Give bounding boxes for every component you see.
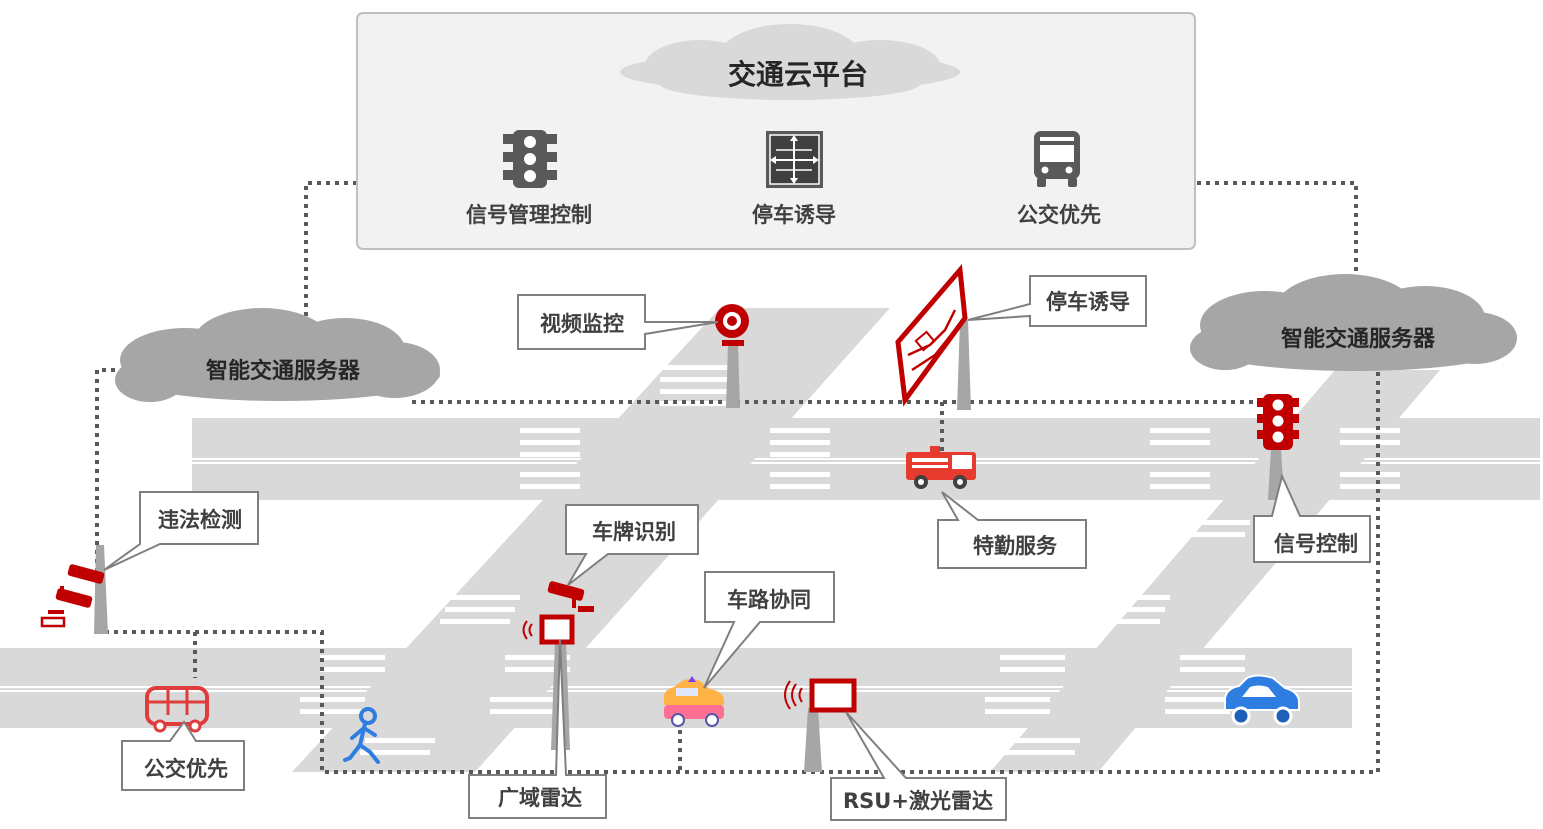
callout-radar: 广域雷达 [468, 639, 607, 819]
blue-car-icon [1224, 674, 1300, 726]
service-label-parking: 停车诱导 [752, 203, 836, 227]
callout-signal-label: 信号控制 [1274, 532, 1358, 556]
platform-cloud-icon [620, 24, 960, 100]
police-car-icon [664, 676, 724, 727]
crossroad-icon [766, 131, 823, 188]
callout-rsu: RSU+激光雷达 [830, 711, 1007, 821]
callout-special-label: 特勤服务 [973, 534, 1058, 558]
pedestrian-icon [343, 707, 380, 764]
right-server-label: 智能交通服务器 [1281, 326, 1436, 352]
bullet-camera-icon [40, 564, 105, 628]
service-label-signal: 信号管理控制 [466, 203, 592, 227]
callout-violation: 违法检测 [103, 491, 259, 571]
bus-vehicle-icon [145, 686, 209, 733]
traffic-light-red-icon [1257, 394, 1299, 450]
guidance-board-icon [895, 263, 968, 407]
callout-video: 视频监控 [517, 294, 719, 350]
callout-plate: 车牌识别 [565, 504, 699, 586]
callout-violation-label: 违法检测 [158, 508, 242, 532]
callout-v2x-label: 车路协同 [727, 588, 811, 612]
service-label-bus: 公交优先 [1017, 203, 1101, 227]
callout-video-label: 视频监控 [540, 312, 624, 336]
callout-plate-label: 车牌识别 [592, 520, 676, 544]
callout-radar-label: 广域雷达 [498, 786, 582, 810]
platform-title: 交通云平台 [728, 58, 868, 91]
callout-special: 特勤服务 [937, 491, 1087, 569]
bus-icon [1034, 131, 1080, 187]
callout-parking: 停车诱导 [967, 275, 1147, 327]
cloud-icon [1190, 274, 1517, 371]
network-links [95, 181, 1380, 774]
callouts: 视频监控 停车诱导 违法检测 车牌识别 特勤服务 信号控制 车路 [103, 275, 1371, 821]
fire-truck-icon [906, 446, 976, 489]
callout-v2x: 车路协同 [703, 571, 835, 689]
violation-detection-pole [40, 545, 108, 634]
callout-rsu-label: RSU+激光雷达 [843, 789, 993, 813]
traffic-light-icon [503, 130, 557, 188]
left-server-label: 智能交通服务器 [206, 358, 361, 384]
callout-signal: 信号控制 [1253, 472, 1371, 563]
rsu-device-icon [784, 678, 857, 713]
traffic-cloud-platform: 交通云平台 [356, 12, 1196, 250]
radar-device-icon [522, 614, 575, 645]
rsu-pole [784, 678, 857, 772]
cloud-icon [115, 308, 440, 402]
callout-parking-label: 停车诱导 [1046, 290, 1130, 314]
dome-camera-icon [715, 304, 749, 338]
callout-bus: 公交优先 [121, 720, 245, 791]
video-camera-pole [715, 304, 749, 408]
diagonal-road-right [990, 370, 1440, 772]
plate-camera-icon [547, 581, 594, 612]
right-server-cloud: 智能交通服务器 [1190, 274, 1517, 371]
left-server-cloud: 智能交通服务器 [115, 308, 440, 402]
callout-bus-label: 公交优先 [144, 757, 228, 781]
parking-guidance-sign [895, 263, 971, 410]
